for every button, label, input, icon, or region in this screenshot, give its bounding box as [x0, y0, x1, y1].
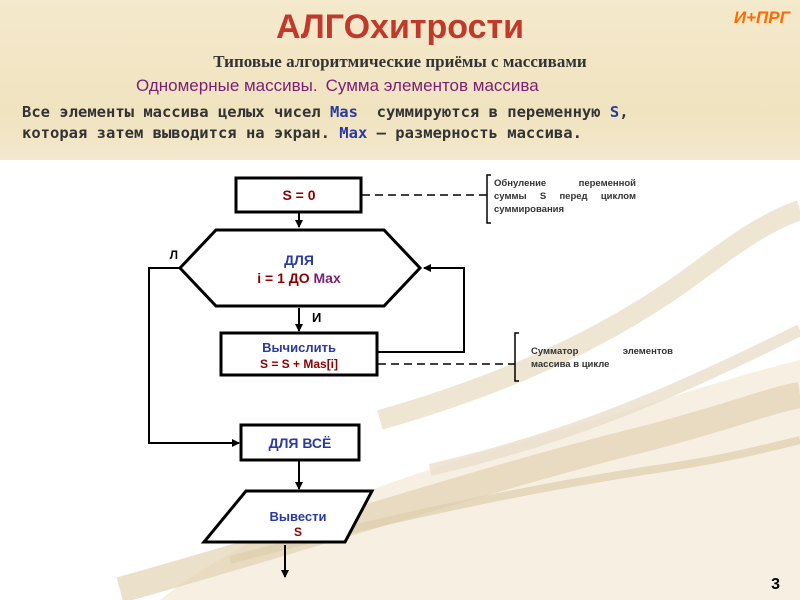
task-description: Все элементы массива целых чисел Mas сум…	[22, 102, 782, 144]
false-branch-label: Л	[170, 248, 178, 262]
note-bracket-calc	[514, 332, 519, 382]
loop-node-line1: ДЛЯ	[284, 252, 314, 268]
topic-part-a: Одномерные массивы.	[136, 76, 318, 95]
note-bracket-init	[486, 174, 491, 224]
sum-note-line2: массива в цикле	[531, 359, 610, 370]
slide-subtitle: Типовые алгоритмические приёмы с массива…	[213, 52, 587, 71]
init-note-line2: суммы S перед циклом	[494, 191, 636, 202]
topic-line: Одномерные массивы. Сумма элементов масси…	[136, 76, 539, 96]
endloop-node	[239, 423, 361, 462]
calc-node-line1: Вычислить	[262, 340, 336, 355]
calc-node	[219, 331, 379, 377]
page-number: 3	[771, 576, 780, 593]
desc-var-s: S	[609, 103, 620, 121]
loop-node-line2: i = 1 ДО Max	[257, 270, 341, 286]
slide-title: АЛГОхитрости	[275, 8, 525, 46]
topic-part-b: Сумма элементов массива	[325, 76, 539, 95]
desc-text-1: Все элементы массива целых чисел	[22, 103, 330, 121]
desc-text-4: – размерность массива.	[367, 124, 582, 142]
desc-comma: ,	[619, 103, 629, 121]
course-badge: И+ПРГ	[733, 8, 790, 27]
sum-note: Сумматор элементов массива в цикле	[531, 345, 673, 371]
loop-node-range: i = 1 ДО	[257, 270, 313, 286]
edge-calc-back-to-loop	[378, 264, 465, 353]
loop-node	[177, 228, 423, 308]
desc-text-2: суммируются в переменную	[357, 103, 610, 121]
desc-array-name: Mas	[329, 103, 358, 121]
output-node-line2: S	[294, 525, 302, 539]
endloop-node-label: ДЛЯ ВСЁ	[269, 435, 332, 451]
output-node-line1: Вывести	[270, 509, 327, 524]
init-node	[234, 176, 363, 214]
init-node-label: S = 0	[282, 187, 315, 203]
desc-text-3: которая затем выводится на экран.	[22, 124, 340, 142]
calc-node-line2: S = S + Mas[i]	[260, 357, 338, 371]
init-note-line3: суммирования	[494, 204, 565, 215]
loop-node-max: Max	[314, 270, 341, 286]
true-branch-label: И	[312, 310, 321, 325]
edge-loop-exit-to-endloop	[148, 267, 240, 447]
header-band	[0, 0, 800, 160]
init-note-line1: Обнуление переменной	[494, 178, 636, 189]
sum-note-line1: Сумматор элементов	[531, 346, 673, 357]
output-node	[200, 489, 375, 544]
desc-max: Max	[339, 124, 368, 142]
init-note: Обнуление переменной суммы S перед цикло…	[494, 177, 636, 216]
